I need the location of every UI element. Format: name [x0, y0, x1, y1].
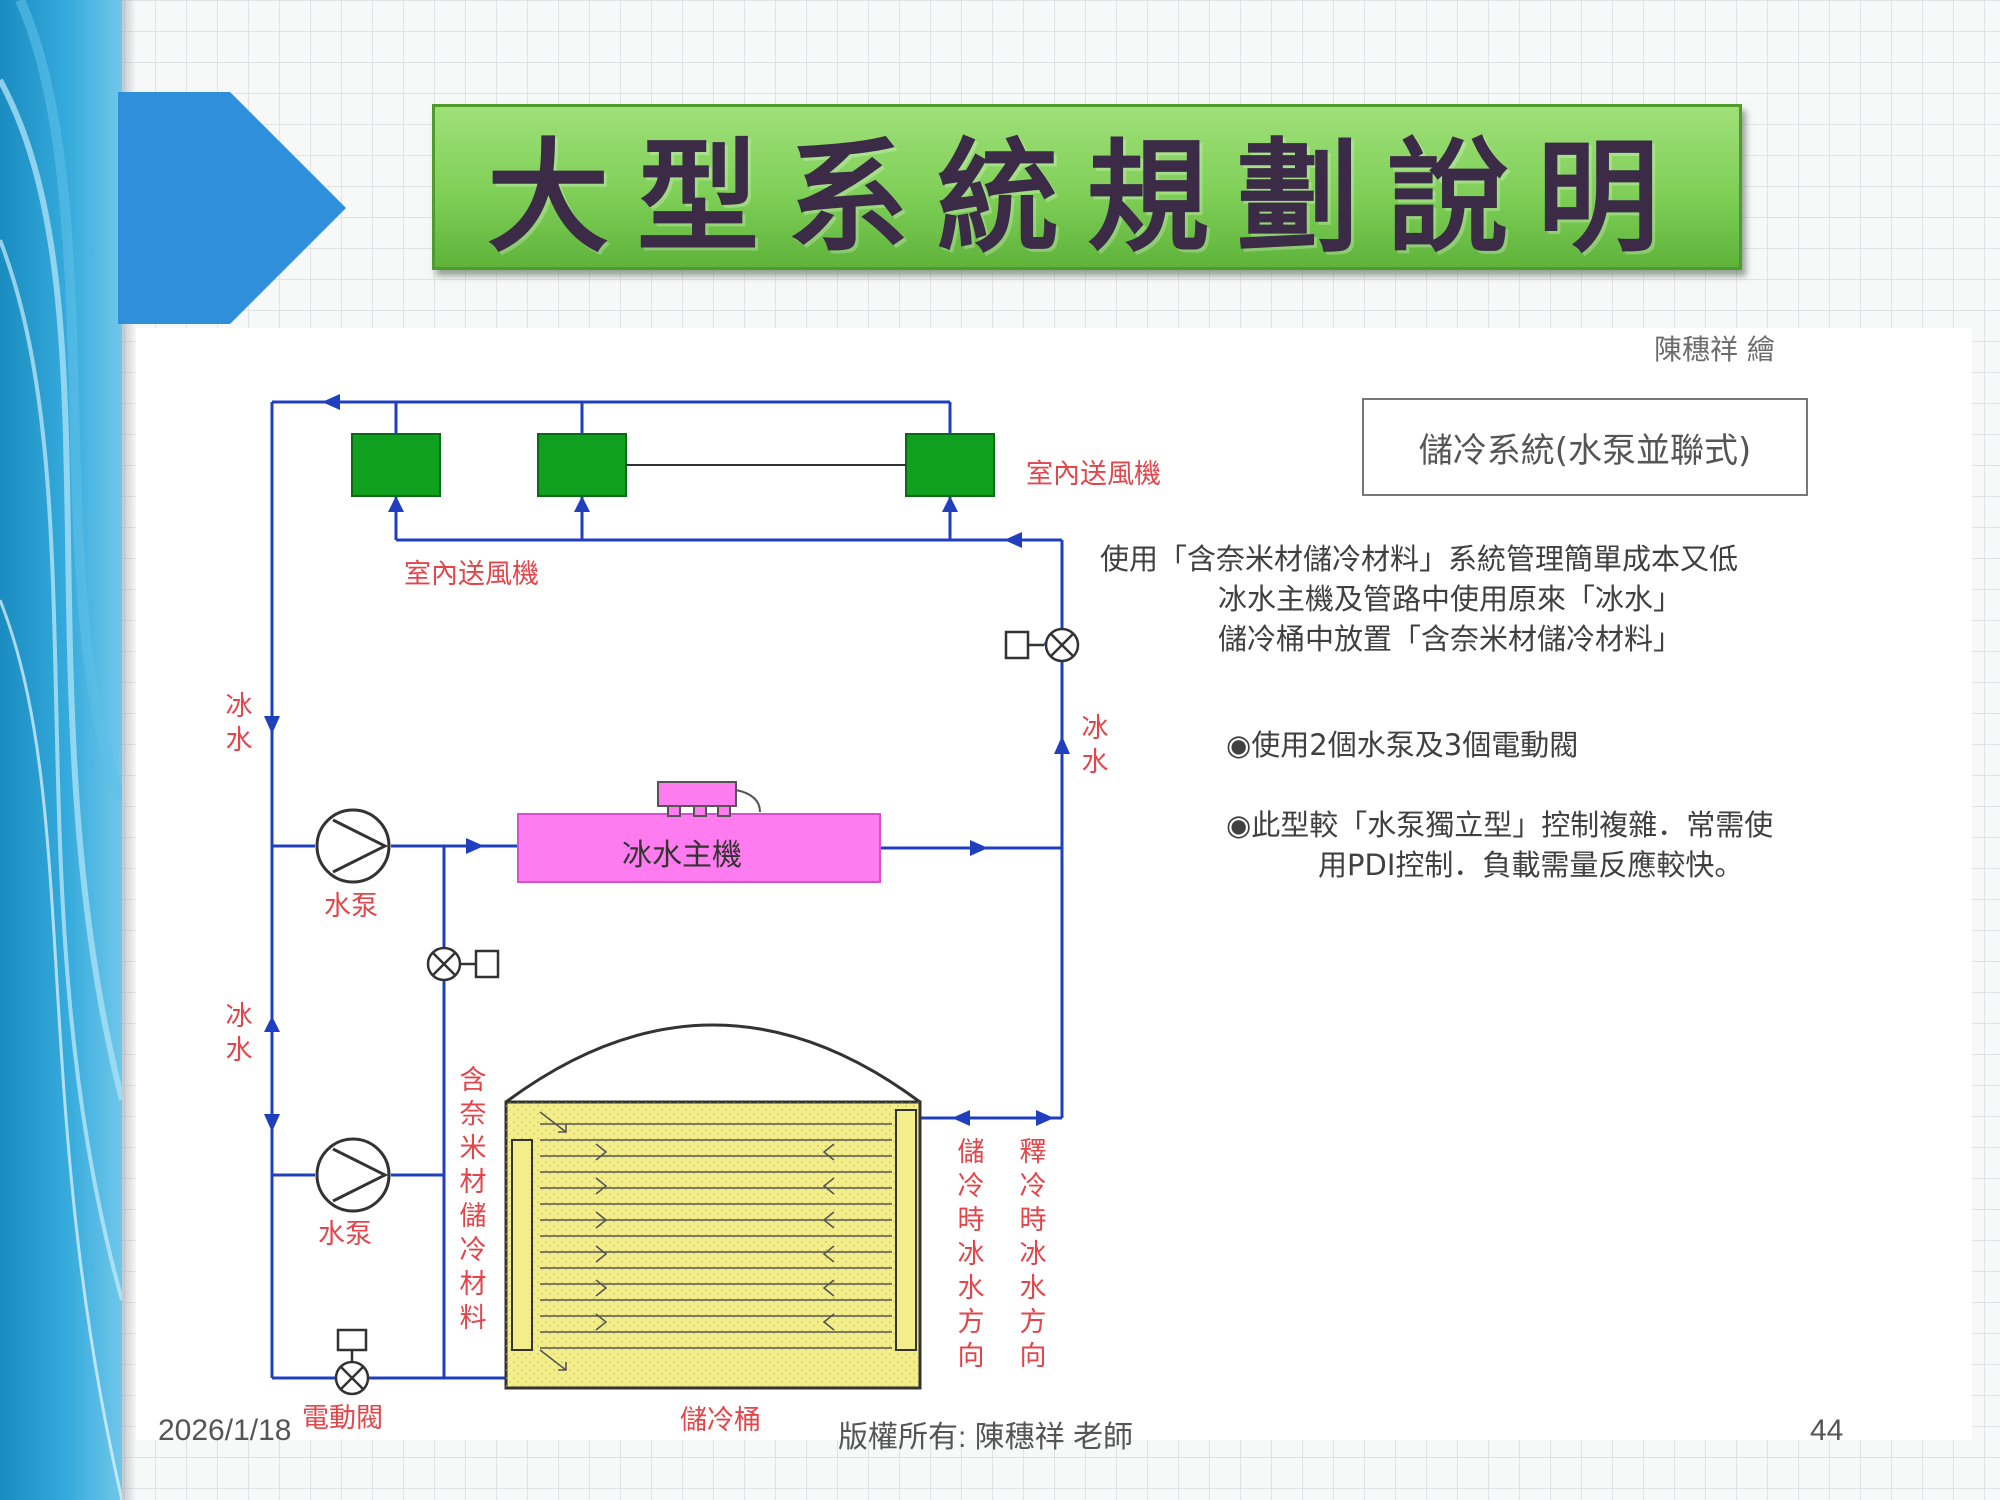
- footer-page-number: 44: [1810, 1414, 1844, 1447]
- content-panel: [136, 328, 1972, 1440]
- pump-label-2: 水泵: [318, 1219, 372, 1250]
- footer-date: 2026/1/18: [158, 1414, 292, 1447]
- storage-tank: [504, 1023, 922, 1390]
- release-direction-label: 釋冷時冰水方向: [1019, 1137, 1047, 1372]
- valve-label: 電動閥: [302, 1403, 383, 1434]
- valve-icon-bottom: [334, 1328, 370, 1396]
- author-credit: 陳穗祥 繪: [1654, 333, 1775, 366]
- chiller-unit: [517, 781, 881, 883]
- fan-unit-1: [351, 433, 441, 497]
- footer-copyright: 版權所有: 陳穗祥 老師: [838, 1421, 1134, 1454]
- pump-icon-1: [315, 808, 391, 884]
- description-line-1: 使用「含奈米材儲冷材料」系統管理簡單成本又低: [1100, 542, 1739, 576]
- left-decorative-band: [0, 0, 122, 1500]
- bullet-pumps-valves: ◉使用2個水泵及3個電動閥: [1226, 728, 1579, 762]
- material-label: 含奈米材儲冷材料: [459, 1065, 487, 1334]
- tank-label: 儲冷桶: [680, 1405, 761, 1436]
- fan-label-right: 室內送風機: [1026, 459, 1161, 490]
- fan-label-bottom: 室內送風機: [404, 559, 539, 590]
- fan-units: [351, 433, 995, 497]
- title-banner: 大型系統規劃說明: [432, 104, 1742, 270]
- wave-decoration-icon: [0, 0, 122, 1500]
- ice-water-label-left-top: 冰水: [225, 691, 253, 756]
- chiller-label: 冰水主機: [622, 838, 742, 873]
- page-title: 大型系統規劃說明: [487, 126, 1687, 269]
- left-band-shadow: [122, 0, 136, 1500]
- description-line-2: 冰水主機及管路中使用原來「冰水」: [1218, 582, 1683, 616]
- fan-unit-3: [905, 433, 995, 497]
- valve-icon-top: [1004, 627, 1080, 663]
- title-arrow-icon: [118, 92, 346, 324]
- flow-arrows: [264, 394, 1070, 1132]
- fan-unit-2: [537, 433, 627, 497]
- pump-icon-2: [315, 1137, 391, 1213]
- ice-water-label-right: 冰水: [1081, 713, 1109, 778]
- system-type-box: 儲冷系統(水泵並聯式): [1362, 398, 1808, 496]
- description-line-3: 儲冷桶中放置「含奈米材儲冷材料」: [1218, 622, 1683, 656]
- storage-direction-label: 儲冷時冰水方向: [957, 1137, 985, 1372]
- pump-label-1: 水泵: [324, 891, 378, 922]
- valve-icon-middle: [426, 946, 500, 982]
- ice-water-label-left-bottom: 冰水: [225, 1001, 253, 1066]
- bullet-control-line-2: 用PDI控制．負載需量反應較快。: [1318, 848, 1744, 882]
- bullet-control-line-1: ◉此型較「水泵獨立型」控制複雜．常需使: [1226, 808, 1774, 842]
